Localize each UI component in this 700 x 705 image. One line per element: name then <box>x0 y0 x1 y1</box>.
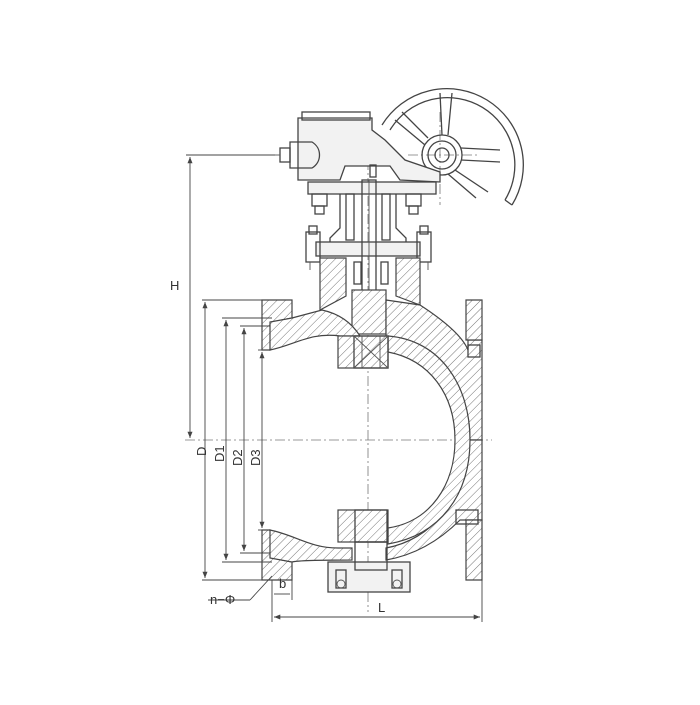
bonnet <box>319 257 421 335</box>
bracket <box>305 193 432 270</box>
center-lines <box>185 112 492 612</box>
valve-stem <box>361 179 377 299</box>
dim-label-d1: D1 <box>212 445 227 462</box>
handwheel <box>381 88 524 206</box>
valve-body <box>261 299 483 593</box>
gearbox <box>272 111 441 215</box>
dim-label-b: b <box>279 576 286 591</box>
dimension-lines <box>186 154 483 622</box>
dim-label-d3: D3 <box>248 449 263 466</box>
dim-label-bolt-holes: n−Φ <box>210 592 235 607</box>
dim-label-d2: D2 <box>230 449 245 466</box>
dim-label-l: L <box>378 600 385 615</box>
dim-label-d: D <box>194 447 209 456</box>
dim-label-h: H <box>170 278 179 293</box>
